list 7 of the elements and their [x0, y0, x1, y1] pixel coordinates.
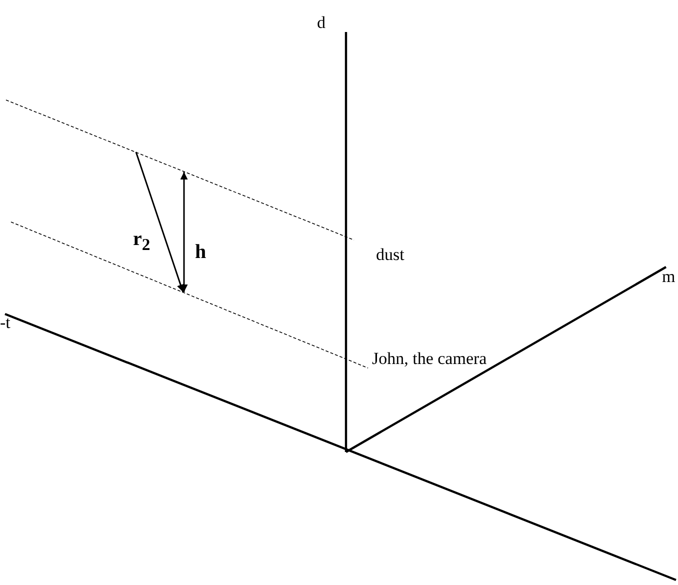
plane-label: John, the camera — [372, 350, 487, 367]
vector-label: r$_{2}$ — [133, 229, 150, 254]
axis-label: -t — [0, 314, 10, 331]
plane-label: dust — [376, 246, 404, 263]
axis-label: d — [317, 14, 326, 31]
axis-label: m — [662, 268, 676, 285]
height-label: h — [195, 242, 206, 262]
